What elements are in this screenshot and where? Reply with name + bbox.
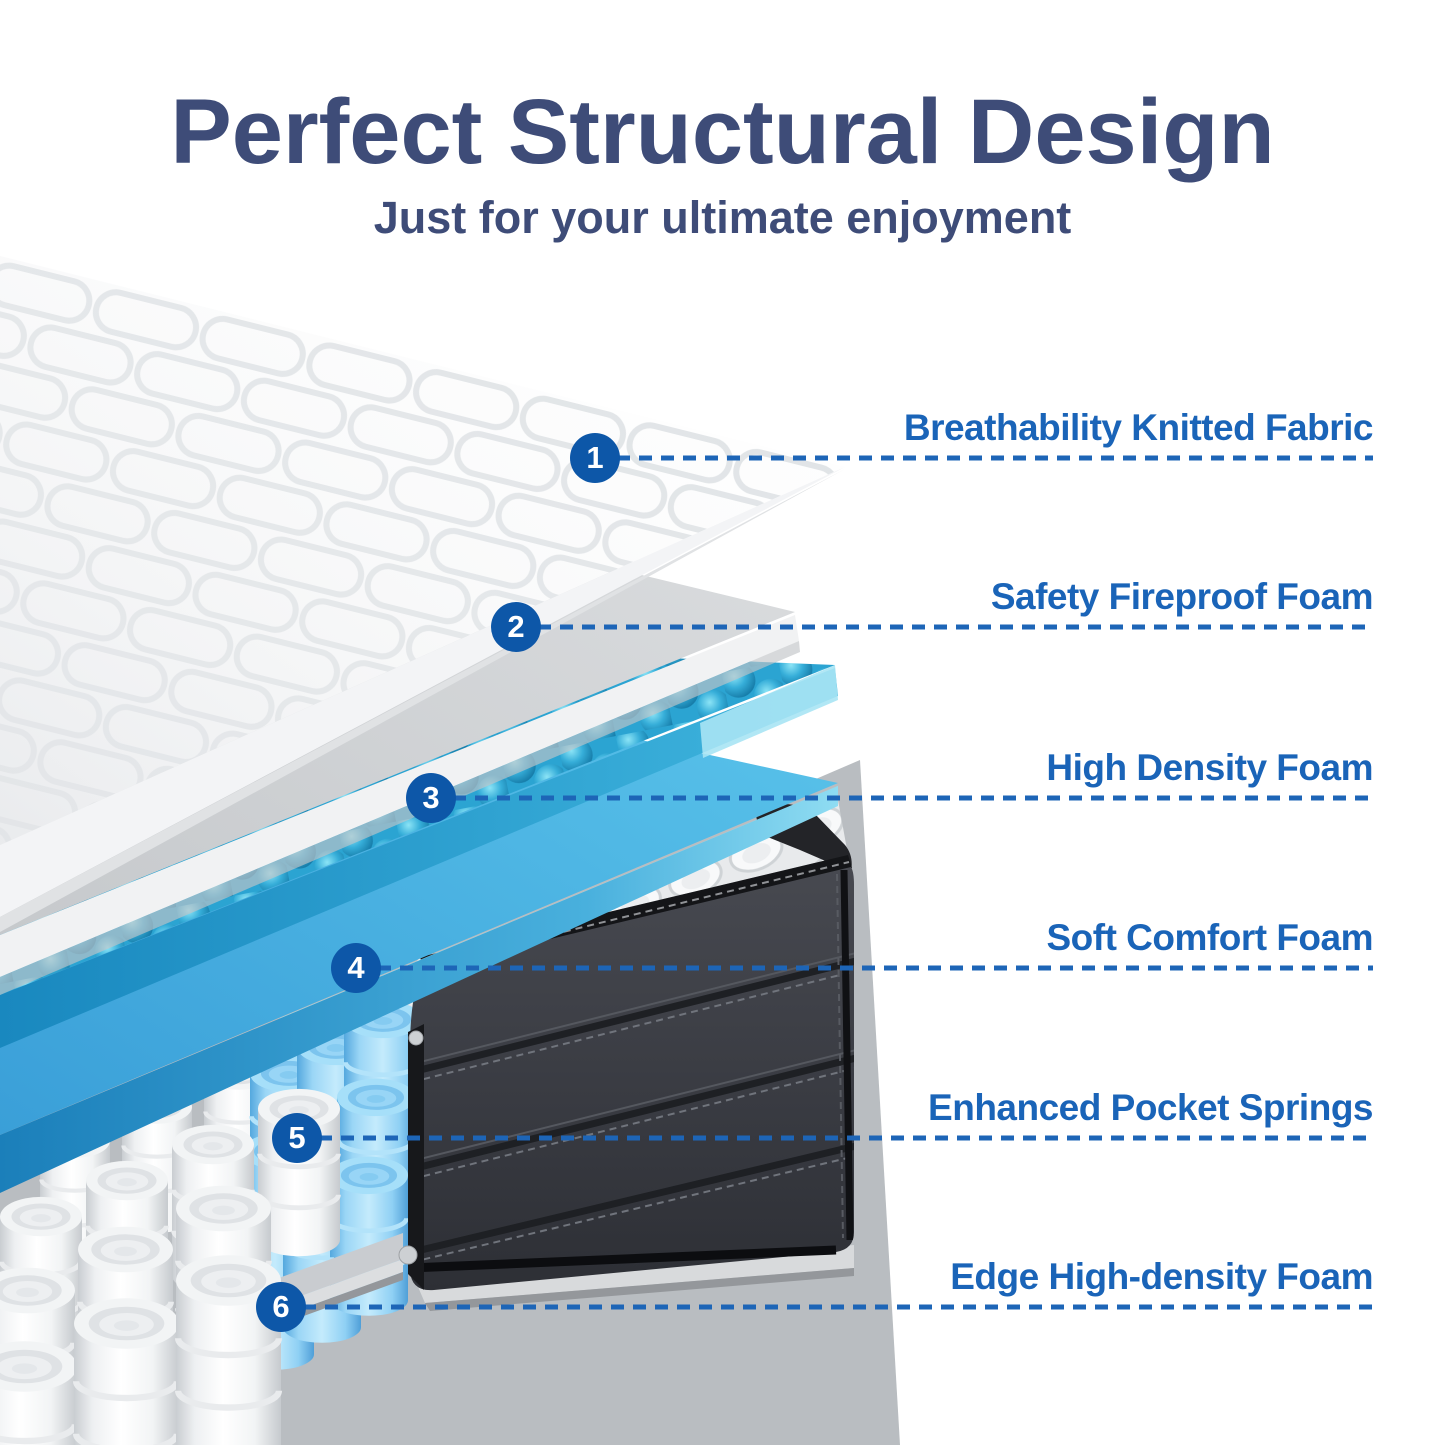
callout-1-badge: 1 (570, 433, 620, 483)
callout-3-label: High Density Foam (1046, 747, 1373, 788)
callout-3-badge: 3 (406, 773, 456, 823)
callout-1-label: Breathability Knitted Fabric (903, 407, 1374, 448)
callout-6-label: Edge High-density Foam (950, 1256, 1373, 1297)
callout-2-label: Safety Fireproof Foam (990, 576, 1374, 617)
page-subtitle: Just for your ultimate enjoyment (373, 192, 1072, 243)
callout-4-label: Soft Comfort Foam (1046, 917, 1373, 958)
callout-2-badge: 2 (491, 602, 541, 652)
quilted-fabric-layer (0, 256, 845, 932)
leader-lines (281, 455, 1373, 1310)
page-title: Perfect Structural Design (170, 81, 1275, 183)
callout-5-badge: 5 (272, 1113, 322, 1163)
callout-4-badge: 4 (331, 943, 381, 993)
callout-6-badge: 6 (256, 1282, 306, 1332)
callout-5-label: Enhanced Pocket Springs (928, 1087, 1373, 1128)
panel-seams (410, 869, 854, 1266)
